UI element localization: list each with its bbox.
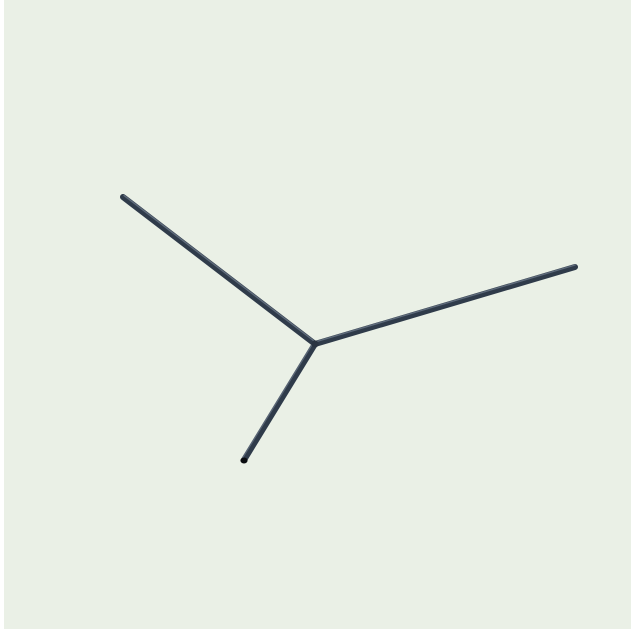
pipe-junction-render — [4, 0, 631, 629]
render-viewport[interactable] — [4, 0, 631, 629]
scene-background — [4, 0, 631, 629]
pipe-branch-lower-left — [241, 341, 318, 463]
pipe-branch-right — [312, 264, 578, 347]
pipe-end-cap — [240, 457, 248, 464]
pipe-branch-upper-left — [120, 194, 318, 347]
pipe-junction-node — [311, 340, 319, 348]
pipe-branch-upper-left-highlight — [123, 194, 317, 344]
pipe-branch-right-highlight — [314, 264, 576, 343]
pipe-branch-lower-left-highlight — [241, 342, 314, 459]
